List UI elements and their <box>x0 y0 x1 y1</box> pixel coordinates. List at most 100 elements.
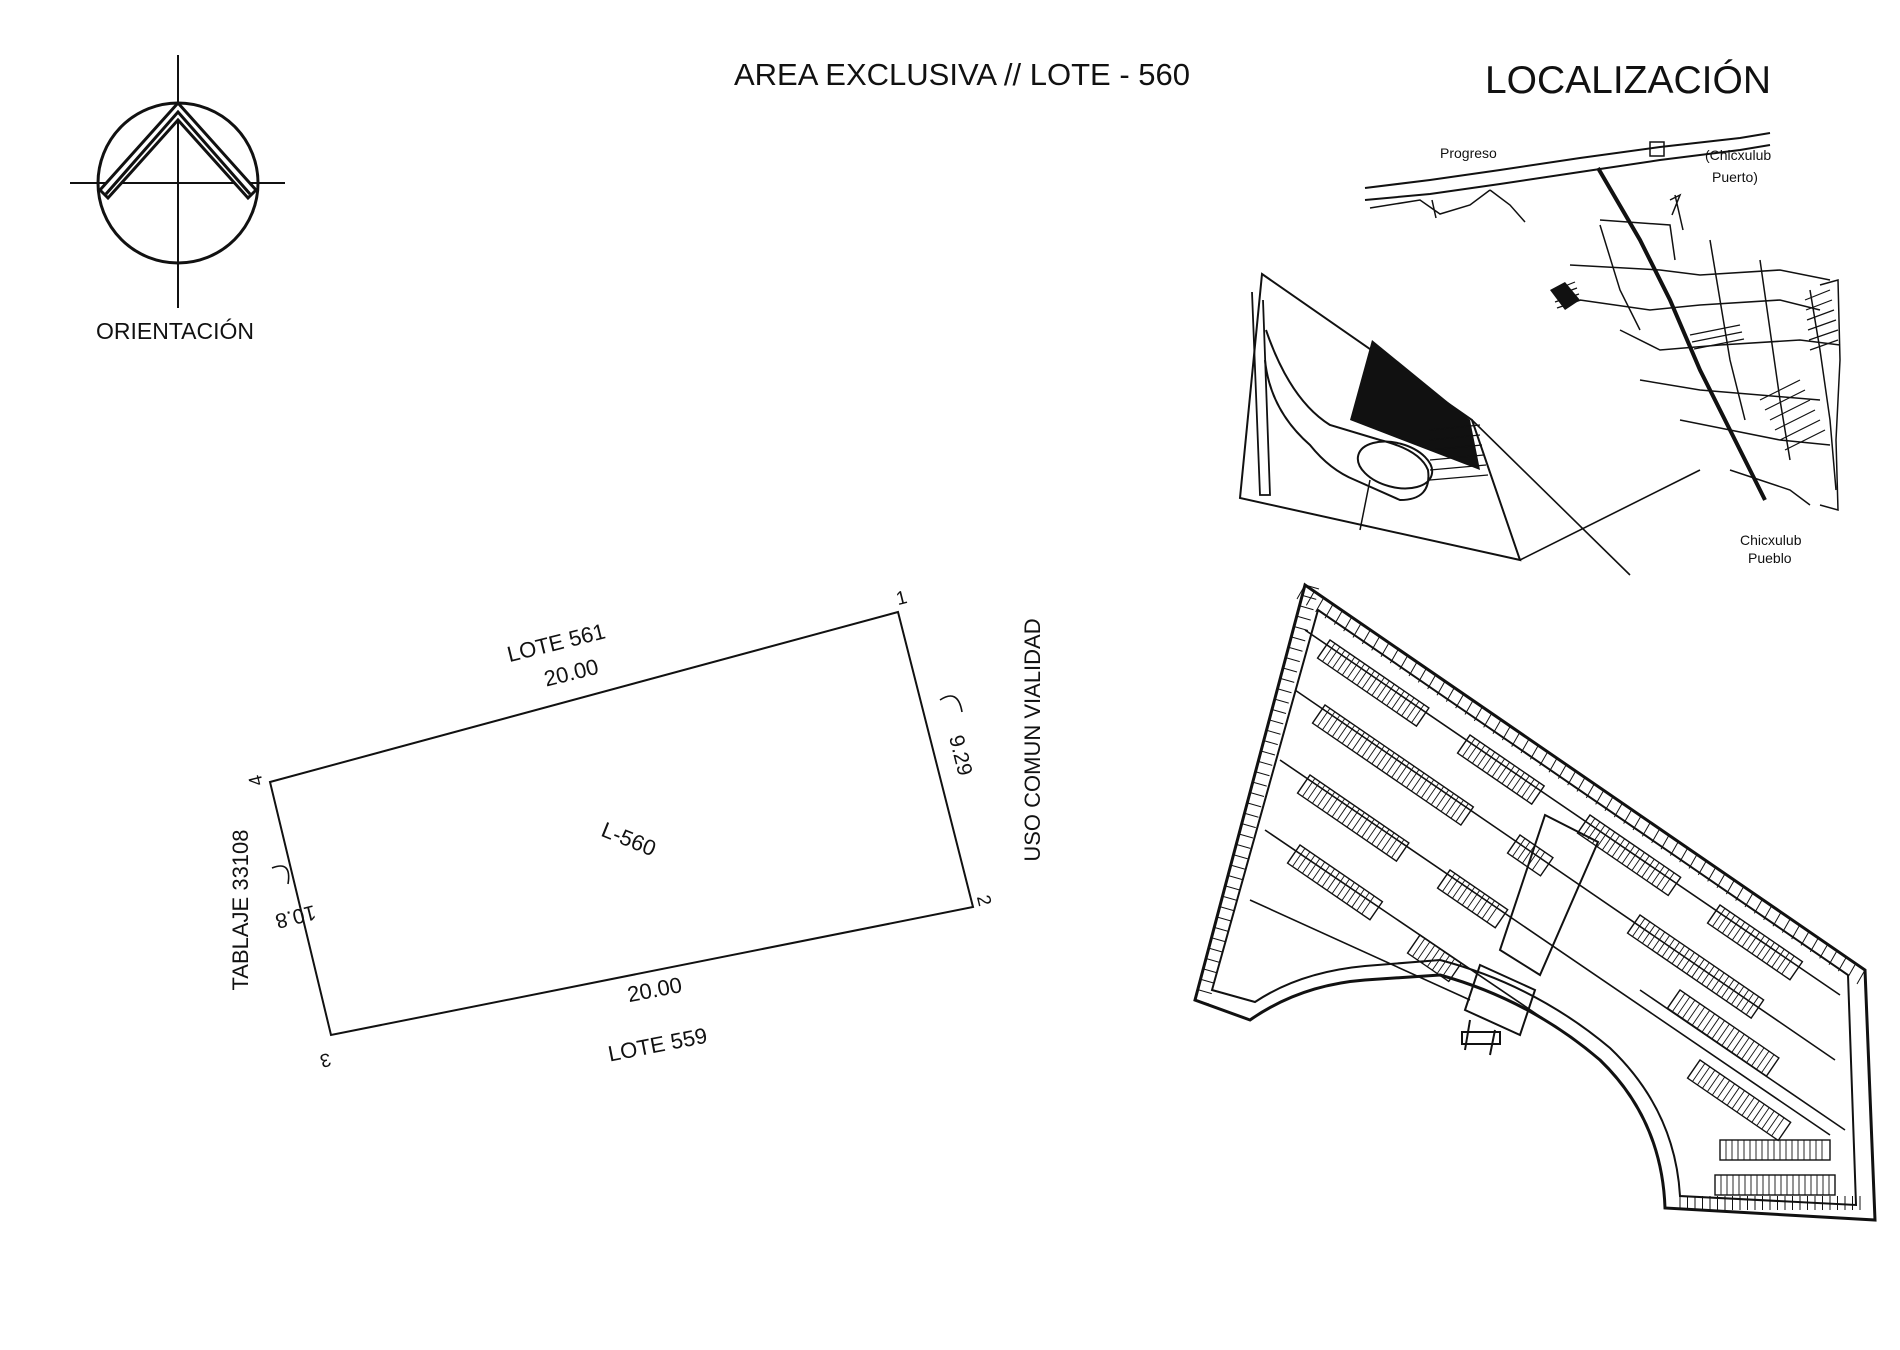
hatch-line <box>1735 886 1745 901</box>
lot-divider <box>1726 982 1740 1002</box>
lot-divider <box>1656 869 1670 888</box>
lot-divider <box>1341 882 1355 901</box>
lot-divider <box>1587 821 1601 841</box>
lot-divider <box>1341 805 1355 824</box>
lot-divider <box>1766 1114 1780 1133</box>
lot-divider <box>1671 945 1685 964</box>
hatch-line <box>1197 989 1212 995</box>
lot-divider <box>1307 781 1321 801</box>
lot-divider <box>1702 1069 1716 1089</box>
lot-subdivisions <box>1512 838 1546 871</box>
south-neighbor-label: LOTE 559 <box>606 1023 709 1067</box>
lot-subdivisions <box>1412 938 1455 978</box>
lot-divider <box>1646 862 1660 881</box>
lot-divider <box>1466 890 1481 909</box>
lot-divider <box>1511 772 1525 791</box>
lot-divider <box>1351 731 1365 751</box>
hatch-line <box>1241 823 1256 829</box>
lot-subdivisions <box>1302 778 1405 858</box>
lot-divider <box>1425 782 1440 802</box>
lot-divider <box>1641 858 1655 878</box>
lot-divider <box>1376 829 1390 848</box>
hatch-line <box>1233 854 1248 860</box>
lot-divider <box>1391 759 1405 778</box>
lot-divider <box>1467 741 1481 761</box>
hatch-line <box>1194 999 1210 1005</box>
lot-divider <box>1726 918 1741 937</box>
lot-subdivisions <box>1317 708 1469 822</box>
lot-divider <box>1776 952 1790 971</box>
lot-divider <box>1771 1117 1785 1137</box>
hatch-line <box>1557 764 1567 779</box>
lot-divider <box>1516 775 1530 795</box>
lot-divider <box>1722 914 1736 934</box>
hatch-line <box>1282 667 1298 673</box>
lot-divider <box>1631 852 1645 871</box>
lot-subdivisions <box>1632 918 1760 1015</box>
lot-divider <box>1486 755 1501 774</box>
hatch-line <box>1539 751 1549 767</box>
lot-divider <box>1401 765 1415 785</box>
development-plan <box>1193 582 1877 1222</box>
lot-divider <box>1745 996 1760 1015</box>
hatch-line <box>1856 969 1866 985</box>
lot-divider <box>1435 789 1449 809</box>
hatch-line <box>1296 615 1311 621</box>
lot-divider <box>1381 832 1395 852</box>
hatch-line <box>1352 623 1362 638</box>
lot-divider <box>1336 653 1351 672</box>
hatch-line <box>1299 605 1314 611</box>
lot-divider <box>1716 975 1730 995</box>
lot-block <box>1436 869 1509 929</box>
lot-divider <box>1746 1100 1760 1120</box>
hatch-line <box>1809 937 1819 953</box>
hatch-line <box>1492 719 1502 734</box>
lot-divider <box>1781 955 1795 975</box>
lot-divider <box>1420 779 1435 799</box>
lot-divider <box>1346 808 1360 828</box>
hatch-line <box>1260 750 1276 756</box>
lot-divider <box>1735 989 1750 1009</box>
hatch-line <box>1679 847 1689 863</box>
hatch-line <box>1427 674 1437 690</box>
lot-divider <box>1356 666 1370 686</box>
lot-divider <box>1346 660 1361 679</box>
hatch-line <box>1255 771 1270 777</box>
lot-divider <box>1306 858 1321 877</box>
lot-divider <box>1761 1110 1775 1130</box>
hatch-line <box>1236 843 1251 849</box>
lot-divider <box>1706 969 1720 988</box>
lot-divider <box>1526 848 1541 867</box>
lot-subdivisions <box>1725 1140 1823 1160</box>
hatch-line <box>1203 968 1218 974</box>
hatch-line <box>1781 918 1791 933</box>
lot-divider <box>1476 748 1491 767</box>
hatch-line <box>1445 687 1455 702</box>
lot-divider <box>1381 752 1395 771</box>
hatch-line <box>1819 944 1829 959</box>
lot-divider <box>1321 868 1335 888</box>
hatch-line <box>1208 947 1223 953</box>
lot-divider <box>1721 1027 1735 1046</box>
north-arrow-icon <box>70 55 285 308</box>
lot-divider <box>1331 875 1345 894</box>
lot-divider <box>1326 871 1340 891</box>
localizacion-title: LOCALIZACIÓN <box>1485 59 1771 102</box>
vertex-label-2: 2 <box>972 893 995 908</box>
lot-divider <box>1371 677 1385 696</box>
lot-divider <box>1302 778 1316 797</box>
lot-divider <box>1517 841 1531 861</box>
hatch-line <box>1244 812 1259 818</box>
lot-divider <box>1741 928 1755 948</box>
hatch-line <box>1828 950 1838 965</box>
lot-divider <box>1376 680 1390 700</box>
hatch-line <box>1305 591 1315 606</box>
lot-divider <box>1651 931 1666 951</box>
lot-divider <box>1661 872 1675 892</box>
lot-divider <box>1441 958 1455 978</box>
vertex-label-1: 1 <box>894 587 909 610</box>
east-neighbor-label: USO COMUN VIALIDAD <box>1020 618 1045 861</box>
lot-divider <box>1711 1020 1725 1039</box>
lot-divider <box>1381 683 1395 703</box>
